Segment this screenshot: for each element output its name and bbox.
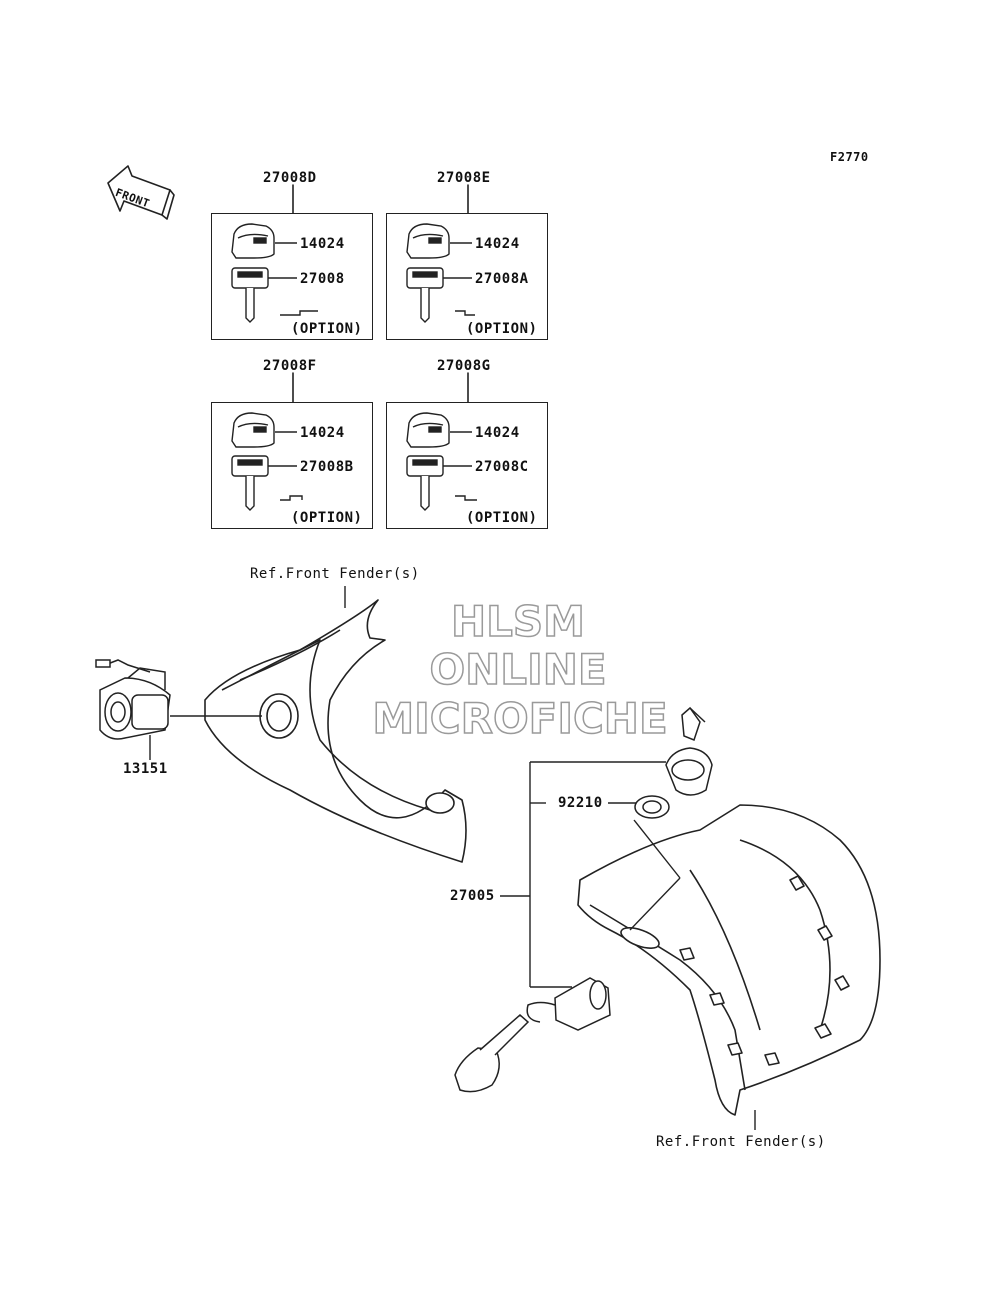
knob-part-3: 14024	[300, 425, 345, 441]
knob-icon	[231, 412, 275, 448]
key-icon	[231, 455, 269, 511]
ref-front-fender-bottom: Ref.Front Fender(s)	[656, 1134, 826, 1150]
set-number-3: 27008F	[263, 358, 317, 374]
set-number-1: 27008D	[263, 170, 317, 186]
front-arrow-icon	[107, 165, 175, 220]
key-part-2: 27008A	[475, 271, 529, 287]
knob-icon	[406, 223, 450, 259]
option-2: (OPTION)	[466, 321, 538, 337]
knob-icon	[231, 223, 275, 259]
set-number-4: 27008G	[437, 358, 491, 374]
key-icon	[406, 455, 444, 511]
ignition-switch-right	[665, 706, 713, 796]
figure-code: F2770	[830, 150, 869, 164]
watermark-line-3: MICROFICHE	[372, 693, 669, 744]
part-27005: 27005	[450, 888, 495, 904]
watermark-line-1: HLSM	[450, 596, 585, 647]
part-13151: 13151	[123, 761, 168, 777]
ref-front-fender-top: Ref.Front Fender(s)	[250, 566, 420, 582]
nut-92210	[634, 795, 670, 819]
option-1: (OPTION)	[291, 321, 363, 337]
knob-part-4: 14024	[475, 425, 520, 441]
knob-icon	[406, 412, 450, 448]
key-set-box-3	[211, 402, 373, 529]
knob-part-2: 14024	[475, 236, 520, 252]
right-fender-drawing	[577, 804, 881, 1116]
key-icon	[406, 267, 444, 323]
option-3: (OPTION)	[291, 510, 363, 526]
set-number-2: 27008E	[437, 170, 491, 186]
switch-body-lower	[454, 977, 611, 1093]
key-set-box-1	[211, 213, 373, 340]
knob-part-1: 14024	[300, 236, 345, 252]
ignition-switch-left	[95, 659, 171, 740]
part-92210: 92210	[558, 795, 603, 811]
left-fender-drawing	[204, 599, 467, 863]
option-4: (OPTION)	[466, 510, 538, 526]
key-part-4: 27008C	[475, 459, 529, 475]
key-set-box-4	[386, 402, 548, 529]
key-part-1: 27008	[300, 271, 345, 287]
key-part-3: 27008B	[300, 459, 354, 475]
key-set-box-2	[386, 213, 548, 340]
key-icon	[231, 267, 269, 323]
watermark-line-2: ONLINE	[429, 644, 608, 695]
